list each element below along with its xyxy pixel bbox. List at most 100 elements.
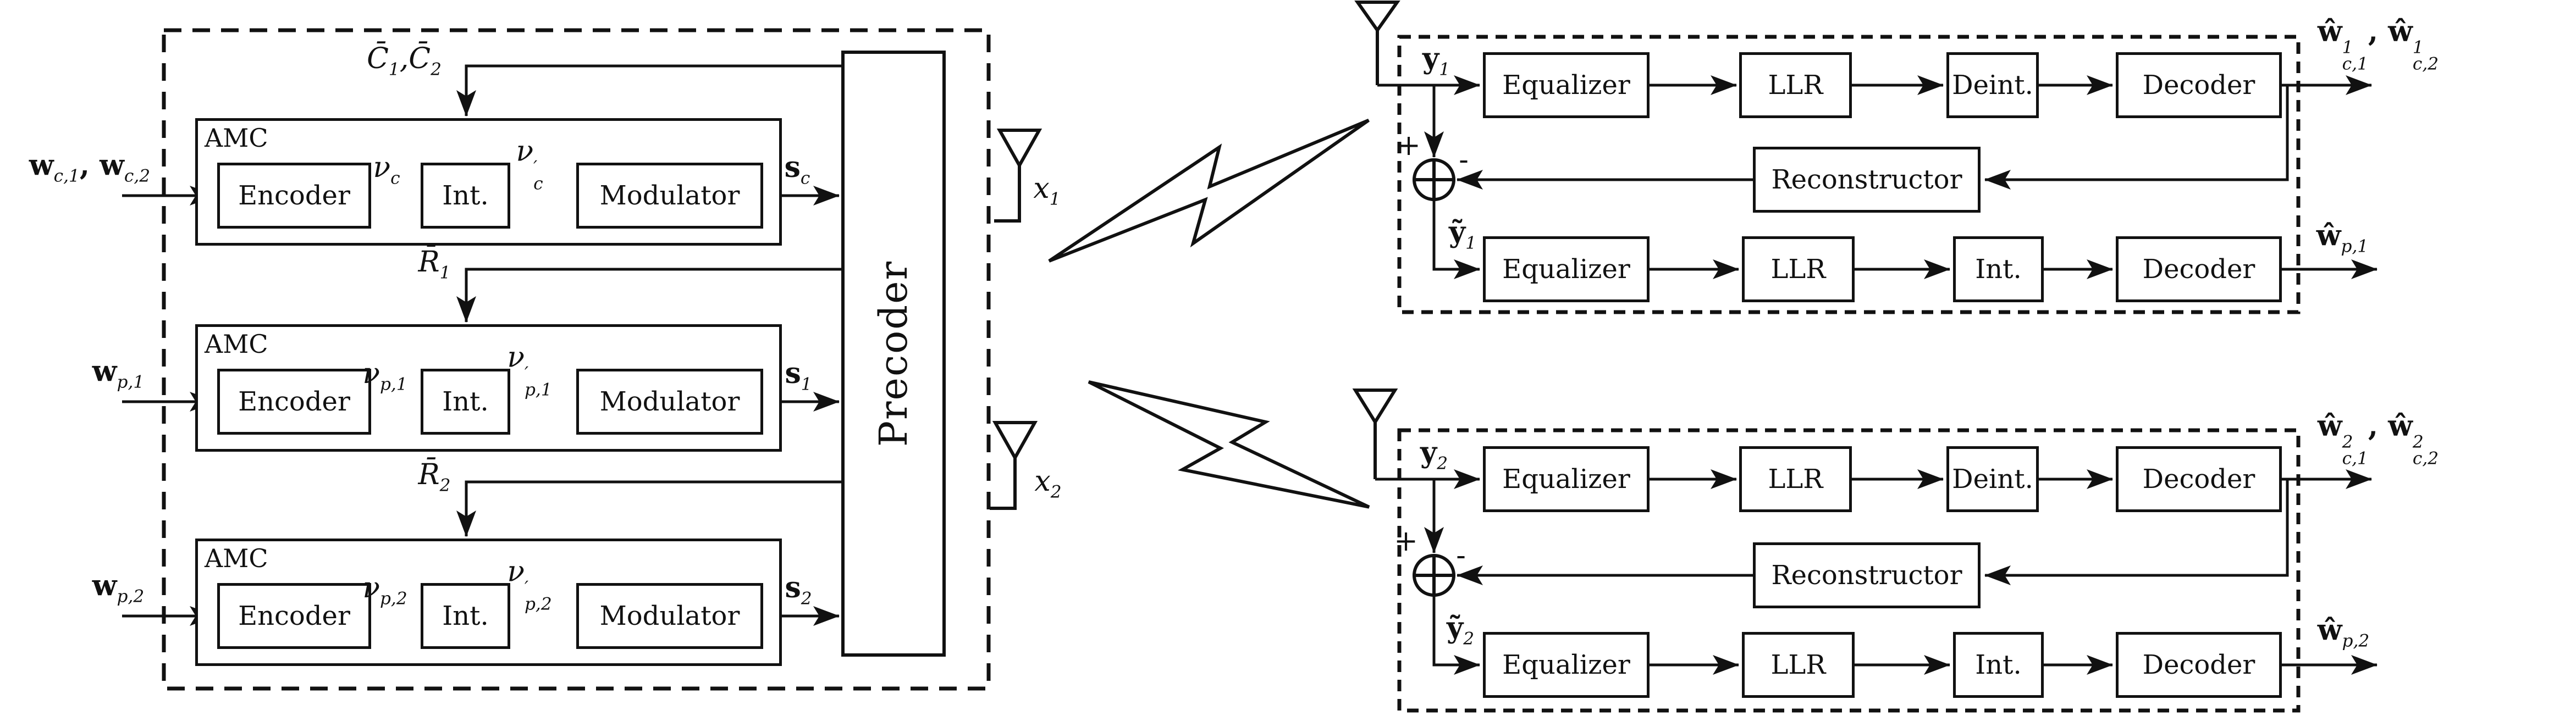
rx2-antenna (1352, 389, 1398, 479)
coded-label-3: νp,2 (362, 571, 407, 609)
rx1-received-label: y1 (1422, 42, 1450, 80)
interleaver-label: Int. (442, 180, 489, 211)
rx1-plus-sign: + (1397, 129, 1421, 162)
rx2-equalizer-bottom-box: Equalizer (1483, 632, 1650, 698)
encoder-box-1: Encoder (217, 163, 371, 229)
rx1-deinterleaver-box: Deint. (1946, 52, 2039, 118)
symbol-label-3: s2 (785, 571, 812, 609)
equalizer-label: Equalizer (1502, 650, 1630, 680)
tx-antenna-1 (994, 129, 1042, 223)
rx1-sum-node (1413, 158, 1455, 201)
rx1-output-private-label: ŵp,1 (2316, 219, 2369, 257)
symbol-label-2: s1 (785, 357, 812, 395)
rx2-wires (1375, 469, 2378, 675)
interleaver-box-3: Int. (421, 583, 510, 649)
control-label-2: R̄1 (418, 246, 451, 283)
interleaved-label-3: ν′p,2 (507, 555, 552, 614)
rx2-reconstructor-box: Reconstructor (1753, 542, 1981, 608)
decoder-label: Decoder (2142, 70, 2255, 101)
llr-label: LLR (1770, 254, 1826, 285)
encoder-label: Encoder (238, 180, 350, 211)
encoder-box-3: Encoder (217, 583, 371, 649)
rx2-output-private-label: ŵp,2 (2317, 613, 2370, 651)
antenna-icon (1352, 389, 1398, 425)
interleaved-label-1: ν′c (516, 135, 543, 194)
equalizer-label: Equalizer (1502, 70, 1630, 101)
rx1-equalizer-bottom-box: Equalizer (1483, 236, 1650, 302)
rx2-equalizer-top-box: Equalizer (1483, 446, 1650, 512)
modulator-label: Modulator (599, 180, 740, 211)
coded-label-1: νc (373, 151, 400, 188)
tx-antenna-label-1: x1 (1033, 172, 1061, 209)
modulator-box-3: Modulator (576, 583, 763, 649)
encoder-label: Encoder (238, 386, 350, 417)
control-line-2 (465, 268, 842, 321)
antenna-feed (990, 458, 1017, 510)
precoder-label: Precoder (871, 260, 916, 447)
rx2-residual-label: ỹ2 (1446, 611, 1475, 649)
rx1-llr-top-box: LLR (1739, 52, 1852, 118)
control-line-3 (465, 480, 842, 535)
decoder-label: Decoder (2142, 464, 2255, 495)
amc-label-3: AMC (205, 543, 268, 573)
modulator-label: Modulator (599, 386, 740, 417)
lightning-icon (1048, 119, 1370, 263)
precoder-box: Precoder (841, 51, 946, 657)
interleaver-label: Int. (442, 386, 489, 417)
rx2-llr-top-box: LLR (1739, 446, 1852, 512)
antenna-feed (994, 165, 1021, 223)
interleaver-label: Int. (442, 601, 489, 631)
control-label-3: R̄2 (418, 458, 451, 496)
rx1-llr-bottom-box: LLR (1742, 236, 1855, 302)
rx2-interleaver-box: Int. (1953, 632, 2044, 698)
receiver2-boundary (1397, 428, 2301, 713)
modulator-box-1: Modulator (576, 163, 763, 229)
antenna-icon (992, 421, 1038, 462)
amc-label-2: AMC (205, 329, 268, 359)
deinterleaver-label: Deint. (1952, 464, 2033, 495)
interleaver-box-2: Int. (421, 369, 510, 435)
rx2-deinterleaver-box: Deint. (1946, 446, 2039, 512)
rx1-residual-label: ỹ1 (1448, 215, 1477, 253)
llr-label: LLR (1768, 464, 1823, 495)
rx1-minus-sign: - (1459, 143, 1469, 176)
encoder-label: Encoder (238, 601, 350, 631)
rx1-equalizer-top-box: Equalizer (1483, 52, 1650, 118)
tx-antenna-2 (990, 421, 1038, 510)
llr-label: LLR (1768, 70, 1823, 101)
rx2-decoder-bottom-box: Decoder (2116, 632, 2282, 698)
control-line-1 (465, 64, 842, 115)
deinterleaver-label: Deint. (1952, 70, 2033, 101)
transmitter-boundary (162, 28, 991, 691)
receiver1-boundary (1397, 35, 2301, 314)
equalizer-label: Equalizer (1502, 254, 1630, 285)
interleaver-box-1: Int. (421, 163, 510, 229)
interleaved-label-2: ν′p,1 (507, 341, 552, 400)
amc-label-1: AMC (205, 123, 268, 153)
lightning-icon (1088, 380, 1370, 509)
rx2-received-label: y2 (1420, 436, 1448, 474)
control-label-1: C̄1,C̄2 (367, 42, 442, 80)
rx1-antenna (1354, 1, 1400, 85)
reconstructor-label: Reconstructor (1771, 560, 1962, 591)
channel-bolt-2 (1088, 380, 1370, 509)
antenna-icon (1354, 1, 1400, 34)
llr-label: LLR (1770, 650, 1826, 680)
decoder-feedback (1985, 479, 2289, 577)
symbol-label-1: sc (784, 151, 810, 188)
rx1-wires (1377, 75, 2378, 279)
rx1-decoder-top-box: Decoder (2116, 52, 2282, 118)
modulator-box-2: Modulator (576, 369, 763, 435)
rx2-minus-sign: - (1456, 539, 1466, 572)
reconstructor-label: Reconstructor (1771, 164, 1962, 195)
interleaver-label: Int. (1975, 650, 2022, 680)
input-label-3: wp,2 (92, 569, 145, 607)
antenna-icon (996, 129, 1042, 169)
rx1-decoder-bottom-box: Decoder (2116, 236, 2282, 302)
decoder-feedback (1985, 85, 2289, 181)
tx-antenna-label-2: x2 (1034, 465, 1062, 502)
